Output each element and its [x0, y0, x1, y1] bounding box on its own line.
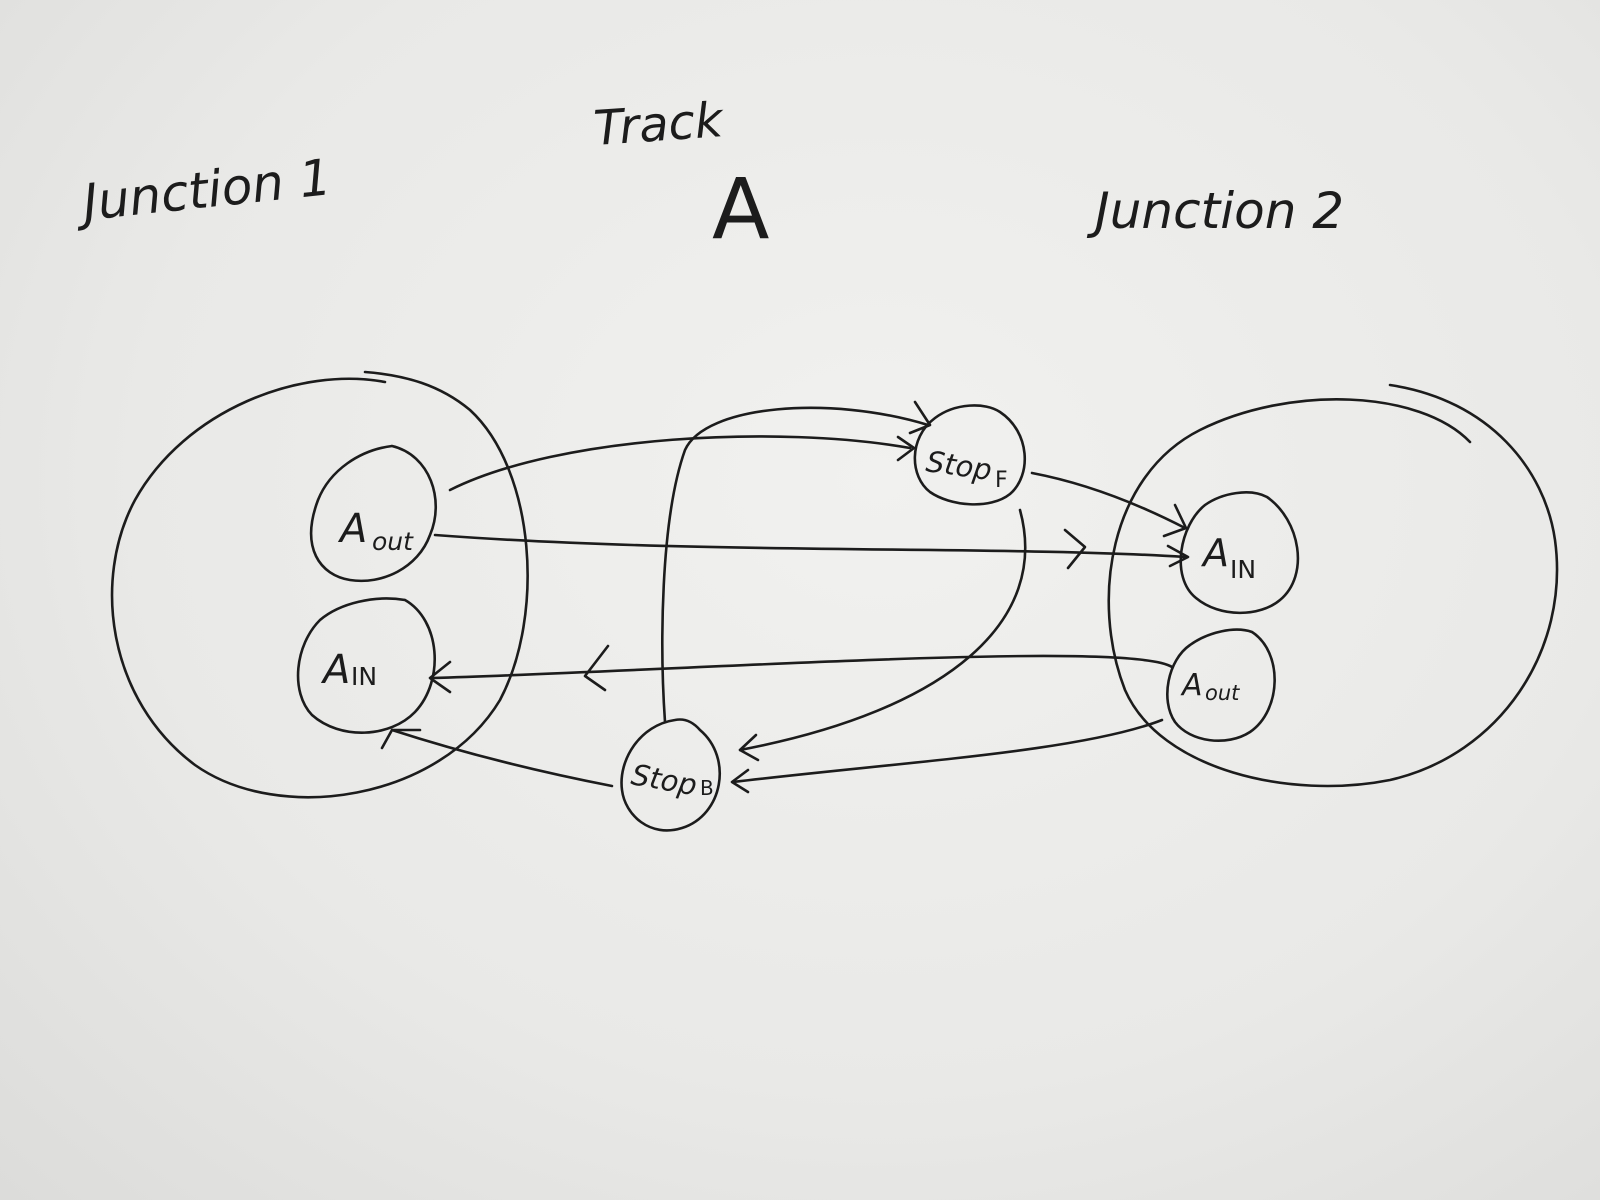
arrowhead-j1out-stopf: [896, 435, 916, 462]
j1-out-node[interactable]: A out: [309, 444, 438, 583]
track-title: Track: [592, 92, 727, 157]
edge-j1out-j2in: [433, 533, 1187, 559]
j2-in-node[interactable]: A IN: [1179, 491, 1300, 615]
stop-f-main: Stop: [924, 444, 994, 487]
junction1-title: Junction 1: [71, 148, 334, 233]
track-id: A: [712, 160, 769, 258]
j1-out-main: A: [337, 506, 367, 552]
edge-j2out-stopb: [731, 718, 1164, 784]
arrowhead-j2out-j1in: [428, 660, 452, 694]
arrowhead-stopb-j1in: [380, 728, 422, 750]
stop-b-sub: B: [700, 776, 714, 800]
edge-stopf-stopb: [738, 508, 1027, 752]
arrowhead-mid-j2out-j1in: [583, 644, 610, 692]
edge-j2out-j1in: [430, 654, 1174, 680]
j1-in-node[interactable]: A IN: [296, 597, 436, 734]
arrowhead-j2out-stopb: [730, 768, 750, 794]
stop-b-main: Stop: [629, 757, 700, 802]
edge-j1out-stopf: [448, 435, 912, 492]
j1-in-sub: IN: [351, 662, 377, 691]
arrowhead-mid-j1out-j2in: [1063, 528, 1087, 570]
edge-stopb-stopf: [661, 406, 930, 724]
j2-out-sub: out: [1205, 681, 1240, 705]
arrowhead-j1out-j2in: [1166, 544, 1190, 568]
j2-out-main: A: [1180, 668, 1203, 703]
arrowhead-stopb-stopf: [908, 400, 932, 435]
arrowhead-stopf-j2in: [1162, 503, 1188, 538]
j2-out-node[interactable]: A out: [1166, 628, 1276, 743]
edge-stopf-j2in: [1030, 471, 1187, 530]
stop-b-node[interactable]: Stop B: [620, 718, 721, 832]
junction2-title: Junction 2: [1086, 182, 1344, 240]
junction2-boundary: [1107, 383, 1559, 788]
edge-stopb-j1in: [390, 728, 614, 788]
j2-in-main: A: [1200, 531, 1229, 575]
arrowhead-stopf-stopb: [738, 733, 760, 762]
stop-f-sub: F: [995, 468, 1008, 493]
stop-f-node[interactable]: Stop F: [913, 404, 1027, 506]
j1-in-main: A: [320, 647, 350, 693]
j1-out-sub: out: [372, 527, 414, 556]
j2-in-sub: IN: [1230, 555, 1256, 584]
junction1-boundary: [110, 370, 529, 799]
